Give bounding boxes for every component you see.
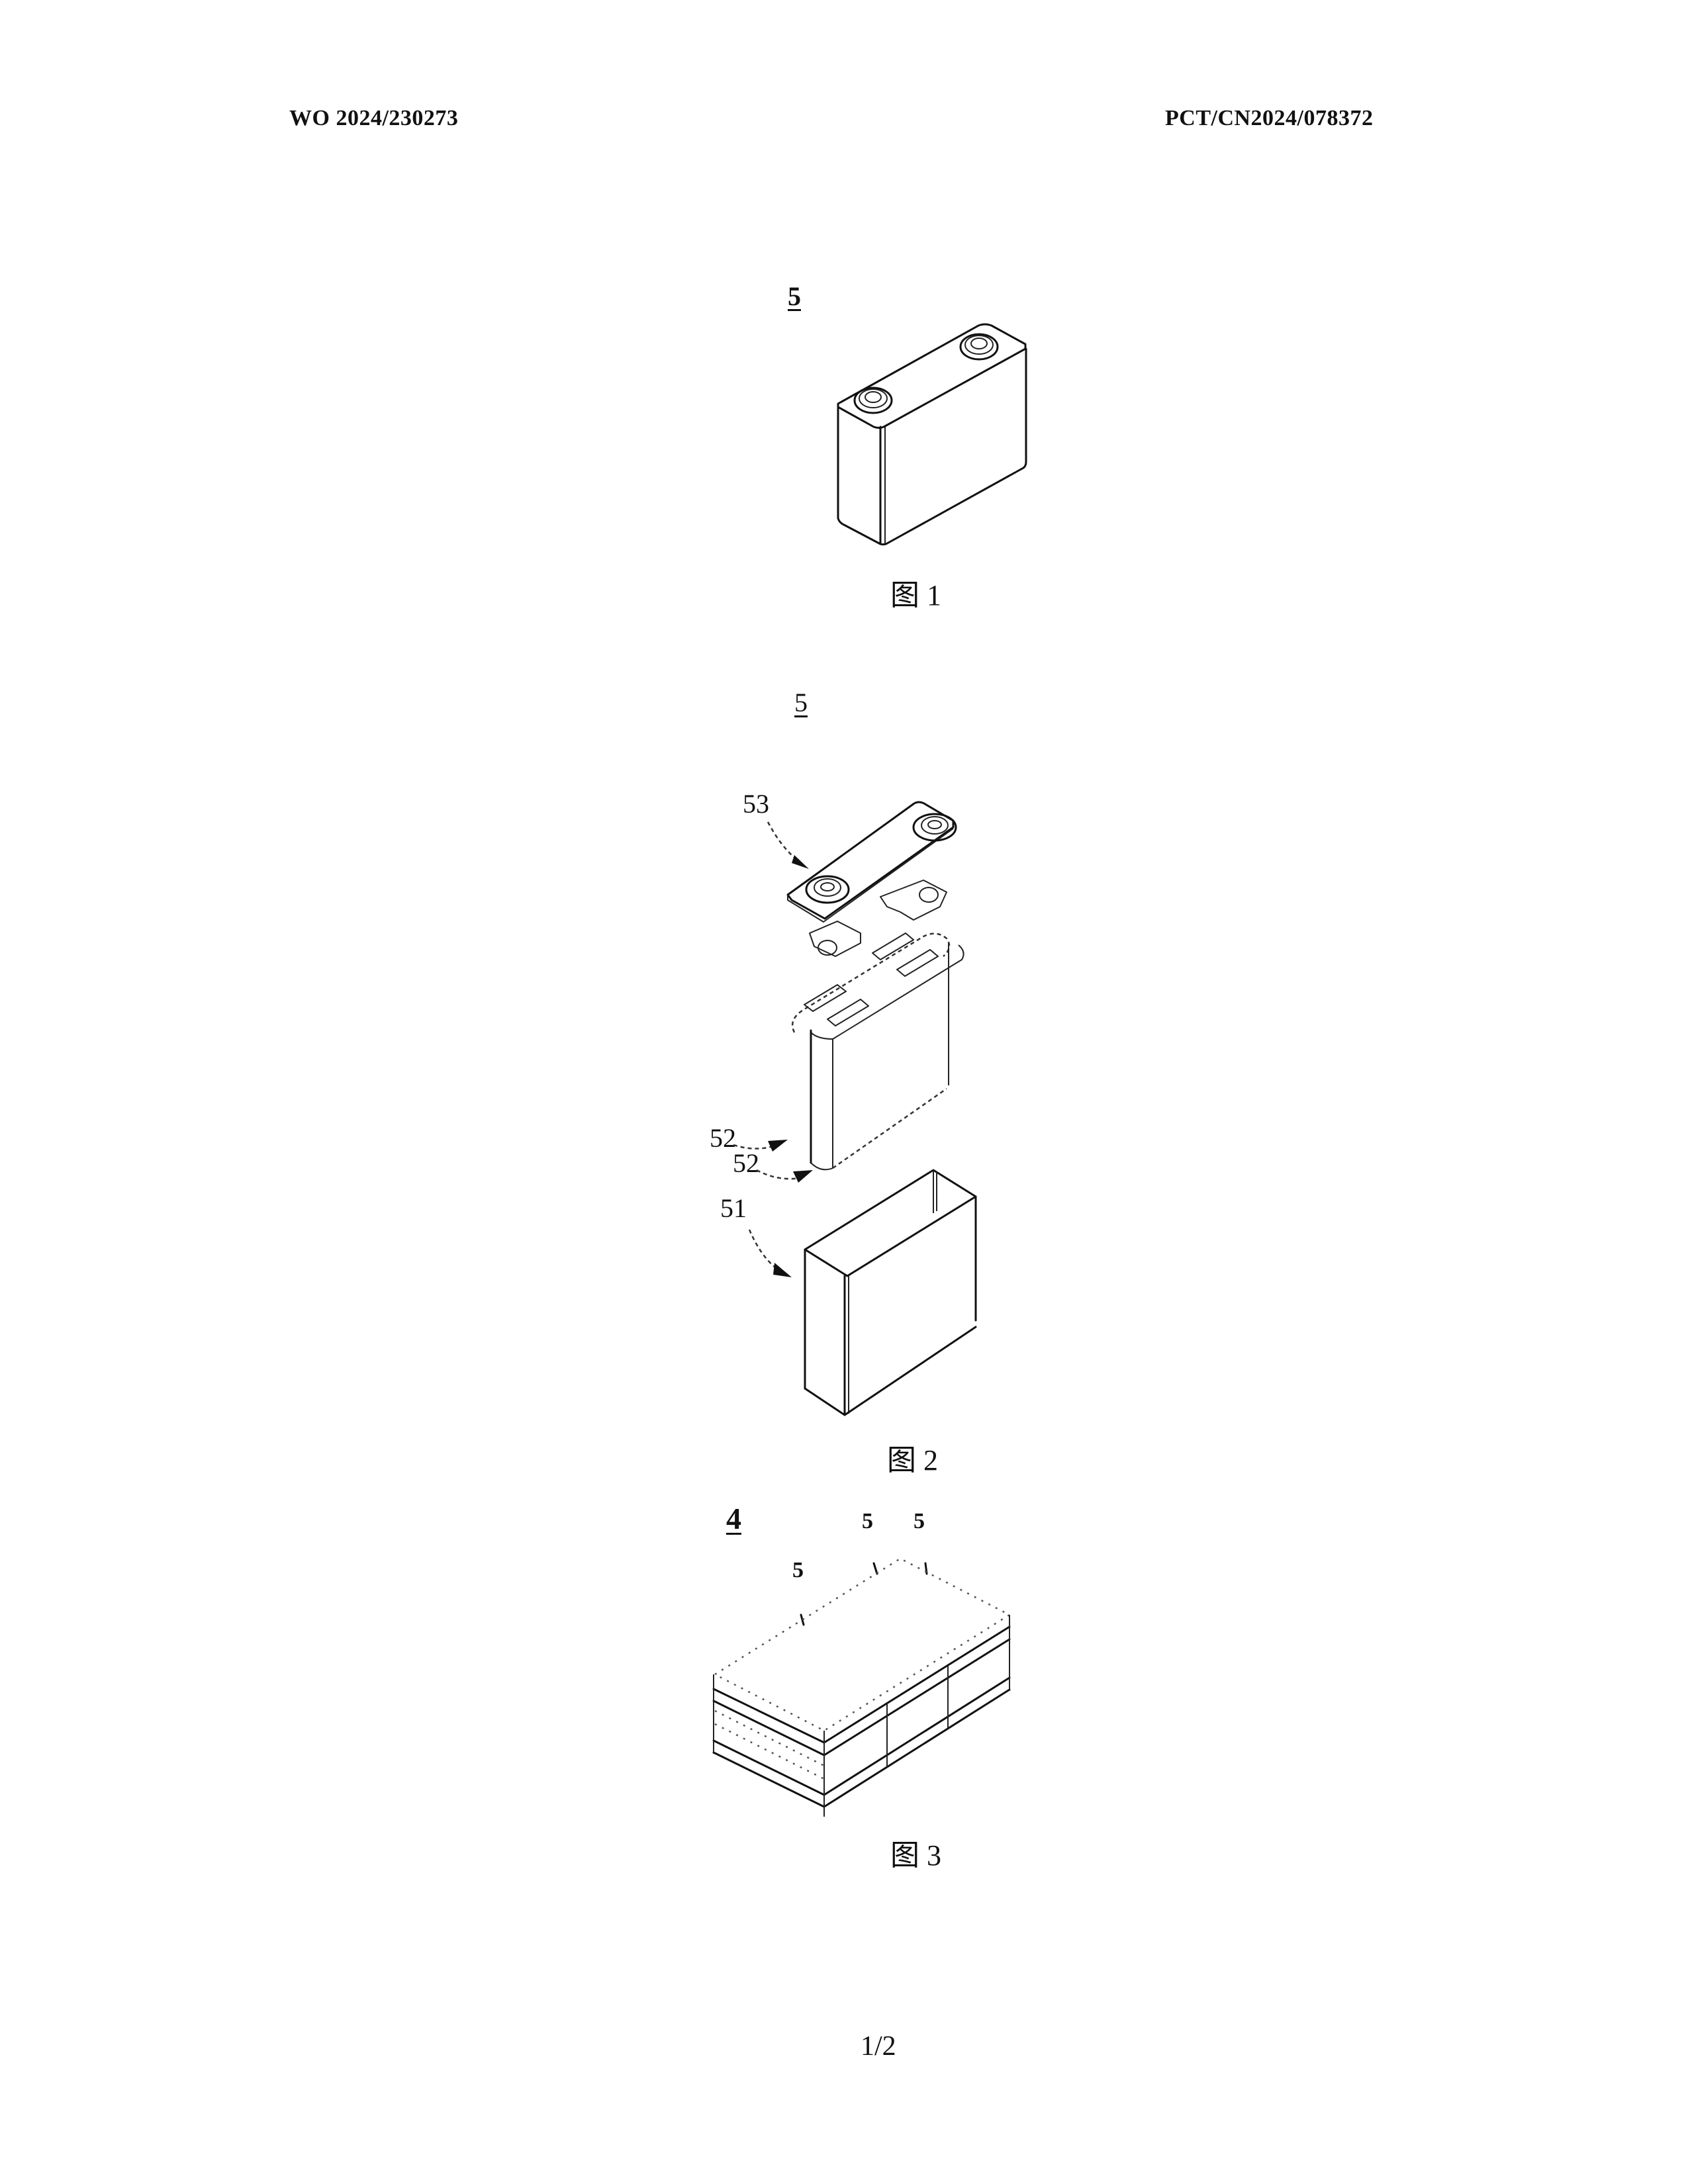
figure-2-caption: 图 2 (887, 1444, 938, 1477)
callout-5-b: 5 (914, 1509, 925, 1533)
page-number: 1/2 (861, 2031, 896, 2062)
publication-number: WO 2024/230273 (289, 106, 459, 130)
figure-1-reference-label: 5 (788, 281, 801, 311)
callout-5-c: 5 (792, 1558, 804, 1582)
callout-52-a: 52 (710, 1123, 736, 1153)
terminal-icon (853, 387, 893, 414)
callout-5-a: 5 (862, 1509, 873, 1533)
figure-2-reference-label: 5 (794, 688, 808, 717)
figure-3-reference-label: 4 (726, 1502, 741, 1535)
application-number: PCT/CN2024/078372 (1165, 106, 1374, 130)
figure-3-caption: 图 3 (890, 1839, 941, 1872)
callout-53: 53 (743, 789, 769, 819)
electrode-assembly (791, 933, 964, 1171)
figure-1-caption: 图 1 (890, 579, 941, 612)
callout-52-b: 52 (733, 1148, 759, 1178)
end-cap-plate (786, 801, 957, 923)
callout-51: 51 (720, 1193, 747, 1223)
housing-case (804, 1169, 977, 1416)
terminal-icon (959, 333, 999, 361)
